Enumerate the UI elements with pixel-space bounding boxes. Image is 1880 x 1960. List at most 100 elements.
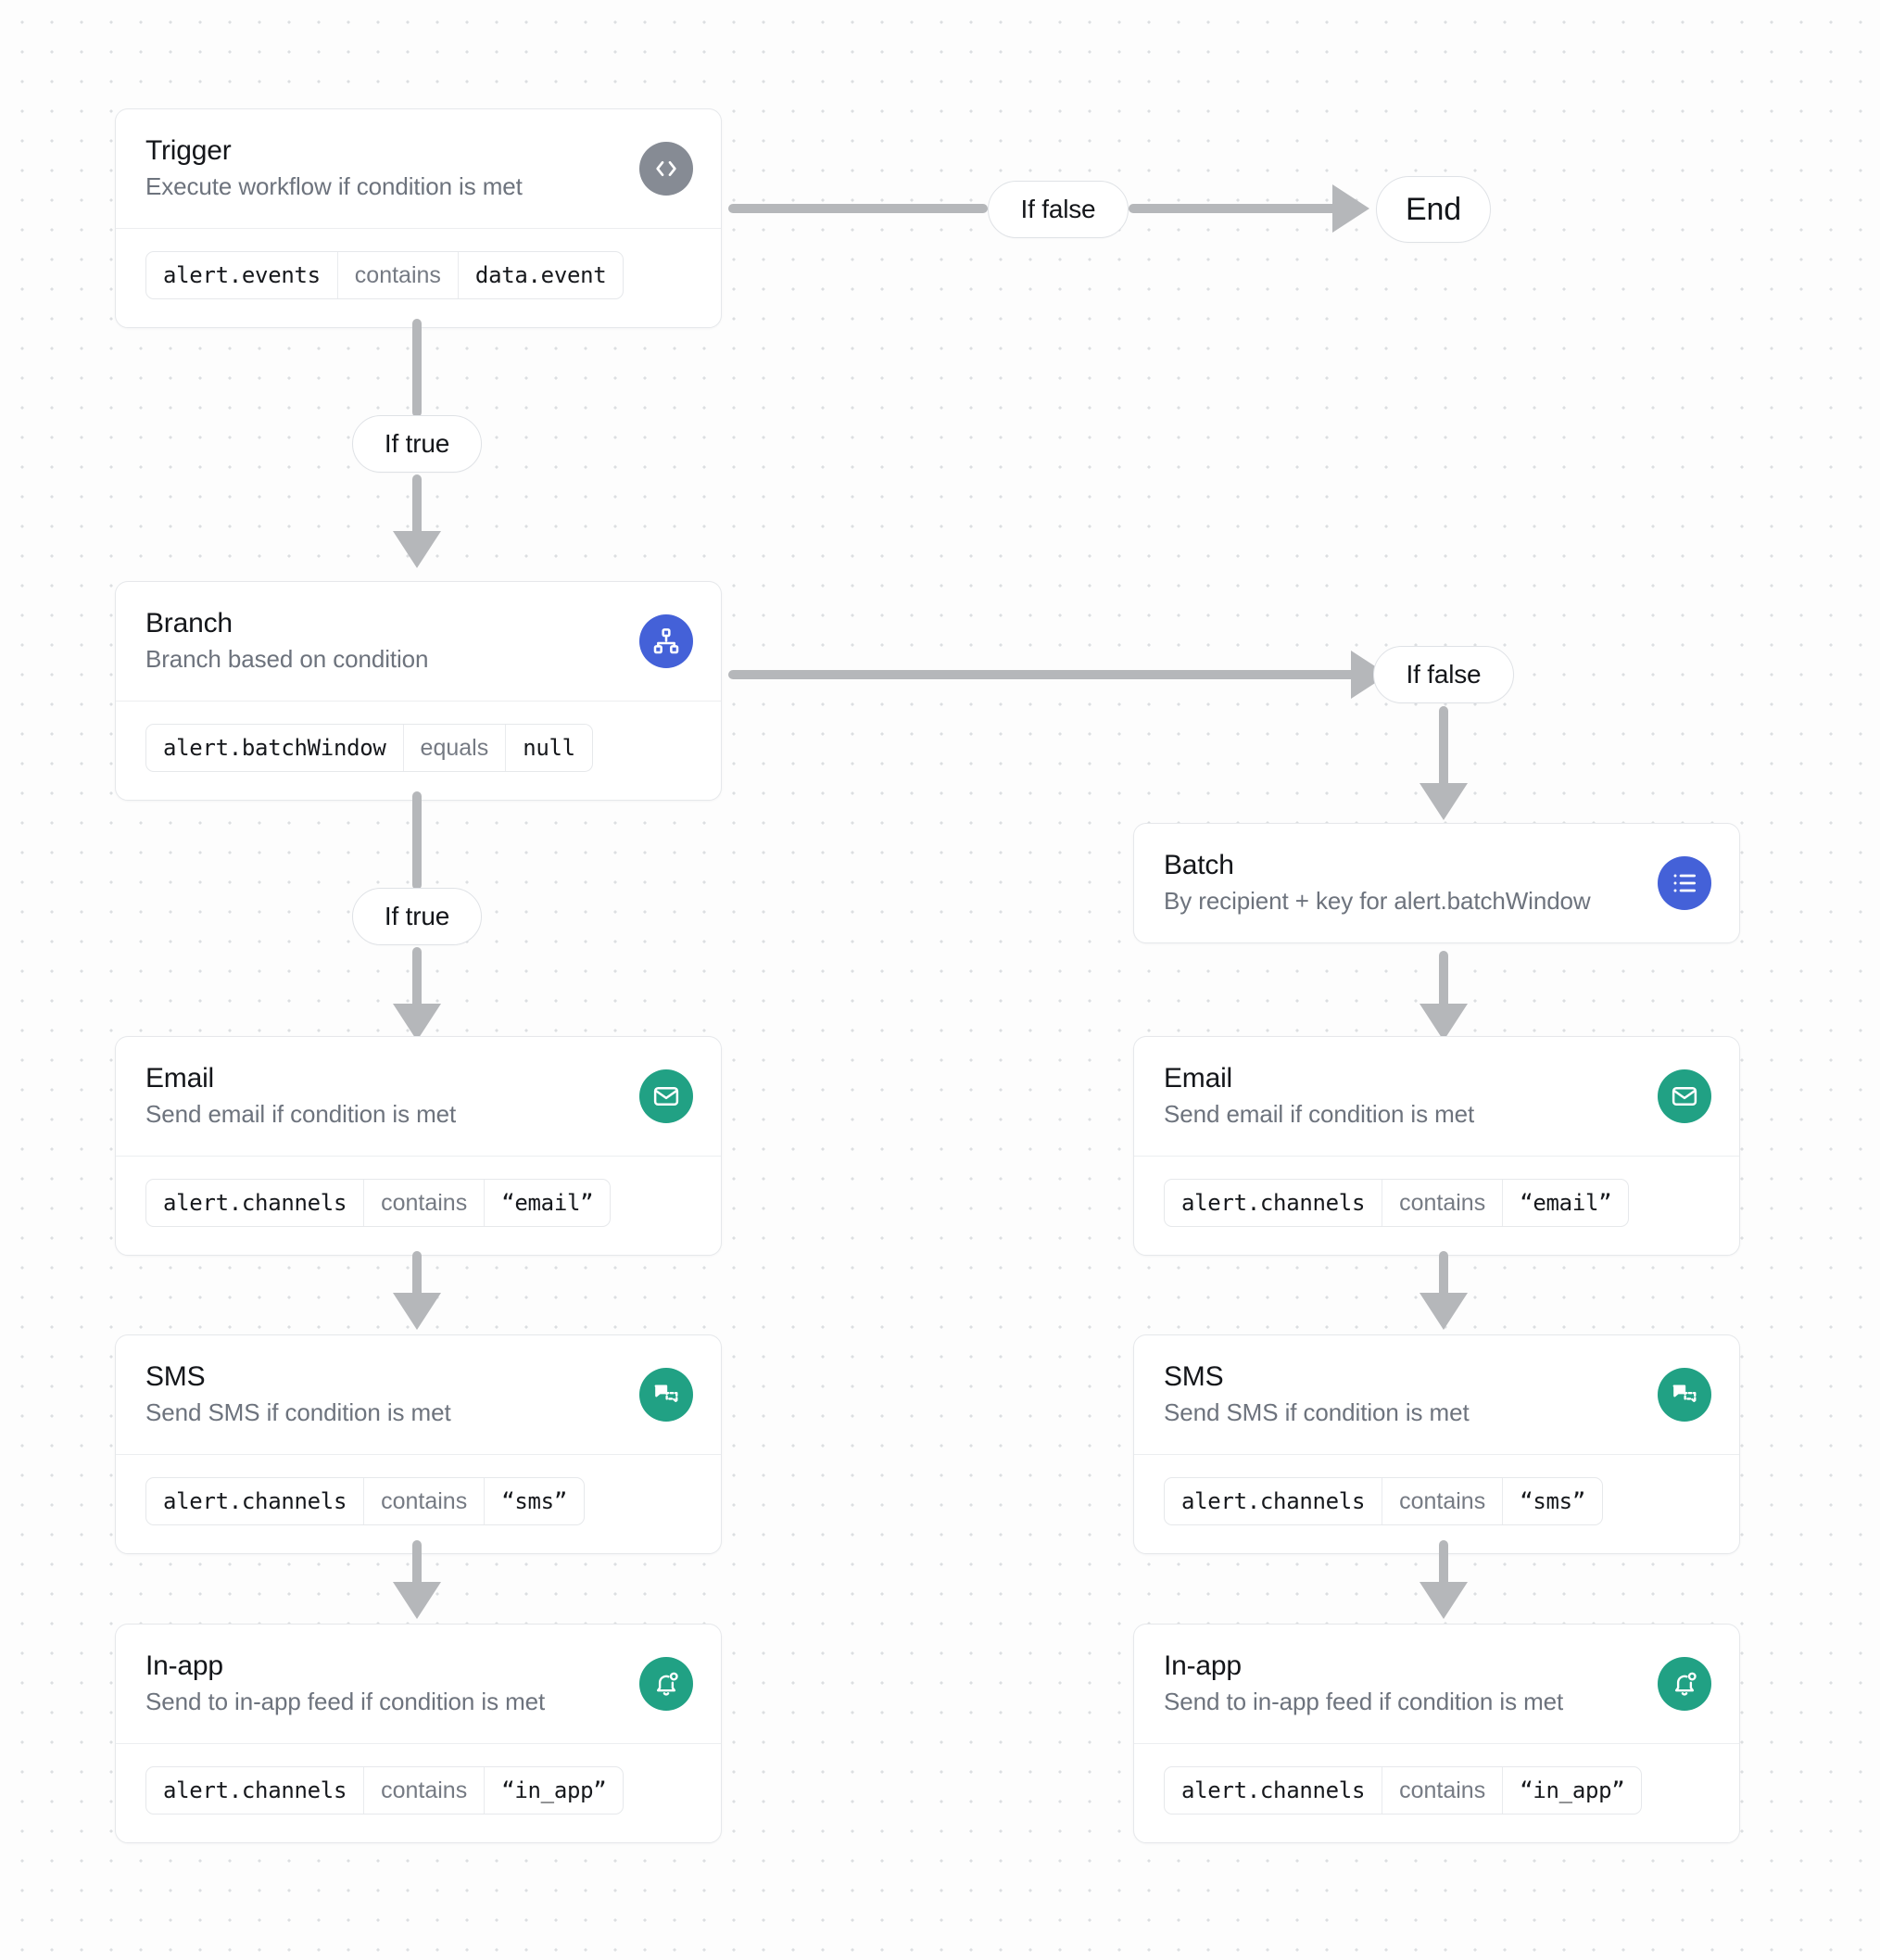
condition-field: alert.channels — [163, 1488, 347, 1514]
condition-value: “sms” — [1520, 1488, 1585, 1514]
list-icon — [1658, 856, 1711, 910]
label-pill-branch-true[interactable]: If true — [352, 888, 482, 945]
arrowhead-to-email-right — [1419, 1004, 1468, 1041]
node-title: Batch — [1164, 849, 1234, 880]
chat-bubbles-icon — [1658, 1368, 1711, 1422]
node-subtitle: Branch based on condition — [145, 645, 429, 674]
card-condition-row: alert.channels contains “in_app” — [1134, 1743, 1739, 1842]
chat-bubbles-icon — [639, 1368, 693, 1422]
condition-operator: contains — [1382, 1478, 1504, 1524]
condition-chip[interactable]: alert.channels contains “in_app” — [1164, 1766, 1643, 1815]
card-header: Email Send email if condition is met — [116, 1037, 721, 1156]
card-condition-row: alert.events contains data.event — [116, 228, 721, 327]
connector-branch-false-to-batch — [1439, 706, 1448, 791]
arrowhead-to-batch — [1419, 783, 1468, 820]
condition-field: alert.batchWindow — [163, 735, 386, 761]
card-condition-row: alert.batchWindow equals null — [116, 701, 721, 800]
arrowhead-to-email-left — [393, 1004, 441, 1041]
node-subtitle: Send email if condition is met — [1164, 1100, 1475, 1129]
node-subtitle: By recipient + key for alert.batchWindow — [1164, 887, 1591, 916]
arrowhead-to-sms-left — [393, 1293, 441, 1330]
condition-chip[interactable]: alert.channels contains “in_app” — [145, 1766, 625, 1815]
condition-field: alert.channels — [1181, 1488, 1366, 1514]
node-title: In-app — [1164, 1650, 1242, 1681]
node-card-inapp-right[interactable]: In-app Send to in-app feed if condition … — [1133, 1624, 1740, 1843]
node-subtitle: Send to in-app feed if condition is met — [1164, 1688, 1564, 1716]
connector-email-to-sms-left — [412, 1251, 422, 1299]
connector-sms-to-inapp-right — [1439, 1540, 1448, 1588]
bell-badge-icon — [1658, 1657, 1711, 1711]
envelope-icon — [639, 1069, 693, 1123]
condition-value: null — [523, 735, 575, 761]
node-card-sms-left[interactable]: SMS Send SMS if condition is met alert.c… — [115, 1334, 722, 1554]
condition-field: alert.channels — [163, 1777, 347, 1803]
label-pill-trigger-true[interactable]: If true — [352, 415, 482, 473]
node-title: Trigger — [145, 134, 232, 166]
condition-chip[interactable]: alert.events contains data.event — [145, 251, 625, 299]
card-header: Trigger Execute workflow if condition is… — [116, 109, 721, 228]
node-card-branch[interactable]: Branch Branch based on condition alert.b… — [115, 581, 722, 801]
node-card-batch[interactable]: Batch By recipient + key for alert.batch… — [1133, 823, 1740, 943]
card-header: Email Send email if condition is met — [1134, 1037, 1739, 1156]
node-subtitle: Execute workflow if condition is met — [145, 172, 523, 201]
node-card-inapp-left[interactable]: In-app Send to in-app feed if condition … — [115, 1624, 722, 1843]
condition-value: data.event — [474, 262, 607, 288]
arrowhead-to-inapp-right — [1419, 1582, 1468, 1619]
label-pill-trigger-false[interactable]: If false — [988, 181, 1129, 238]
card-header: In-app Send to in-app feed if condition … — [116, 1625, 721, 1743]
condition-operator: contains — [363, 1767, 486, 1814]
node-end[interactable]: End — [1376, 176, 1491, 243]
arrowhead-to-sms-right — [1419, 1293, 1468, 1330]
node-card-email-left[interactable]: Email Send email if condition is met ale… — [115, 1036, 722, 1256]
connector-branch-to-if-false — [728, 670, 1358, 679]
arrowhead-to-inapp-left — [393, 1582, 441, 1619]
condition-chip[interactable]: alert.channels contains “sms” — [145, 1477, 585, 1525]
condition-operator: contains — [363, 1180, 486, 1226]
card-header: SMS Send SMS if condition is met — [116, 1335, 721, 1454]
node-card-trigger[interactable]: Trigger Execute workflow if condition is… — [115, 108, 722, 328]
node-title: In-app — [145, 1650, 223, 1681]
node-subtitle: Send SMS if condition is met — [1164, 1398, 1470, 1427]
condition-value: “in_app” — [1520, 1777, 1625, 1803]
node-title: Branch — [145, 607, 233, 639]
connector-if-false-to-end — [1129, 204, 1340, 213]
card-condition-row: alert.channels contains “sms” — [1134, 1454, 1739, 1553]
arrowhead-to-branch — [393, 531, 441, 568]
condition-field: alert.channels — [1181, 1777, 1366, 1803]
condition-value: “in_app” — [501, 1777, 607, 1803]
card-header: Batch By recipient + key for alert.batch… — [1134, 824, 1739, 942]
connector-batch-to-email — [1439, 951, 1448, 1010]
node-title: SMS — [145, 1360, 206, 1392]
connector-branch-true-to-email — [412, 947, 422, 1010]
card-header: Branch Branch based on condition — [116, 582, 721, 701]
condition-operator: contains — [336, 252, 459, 298]
condition-field: alert.channels — [1181, 1190, 1366, 1216]
arrowhead-to-end — [1332, 184, 1369, 233]
connector-trigger-down-stem — [412, 319, 422, 417]
connector-if-true-to-branch — [412, 474, 422, 537]
condition-operator: contains — [363, 1478, 486, 1524]
condition-chip[interactable]: alert.channels contains “email” — [1164, 1179, 1630, 1227]
label-pill-branch-false[interactable]: If false — [1373, 646, 1514, 703]
node-title: Email — [1164, 1062, 1233, 1094]
condition-value: “email” — [1520, 1190, 1612, 1216]
condition-chip[interactable]: alert.batchWindow equals null — [145, 724, 593, 772]
envelope-icon — [1658, 1069, 1711, 1123]
condition-field: alert.channels — [163, 1190, 347, 1216]
node-card-email-right[interactable]: Email Send email if condition is met ale… — [1133, 1036, 1740, 1256]
card-condition-row: alert.channels contains “sms” — [116, 1454, 721, 1553]
condition-field: alert.events — [163, 262, 321, 288]
card-header: SMS Send SMS if condition is met — [1134, 1335, 1739, 1454]
card-condition-row: alert.channels contains “in_app” — [116, 1743, 721, 1842]
node-title: Email — [145, 1062, 215, 1094]
connector-email-to-sms-right — [1439, 1251, 1448, 1299]
condition-operator: contains — [1382, 1180, 1504, 1226]
card-condition-row: alert.channels contains “email” — [116, 1156, 721, 1255]
condition-chip[interactable]: alert.channels contains “sms” — [1164, 1477, 1603, 1525]
node-subtitle: Send SMS if condition is met — [145, 1398, 451, 1427]
condition-chip[interactable]: alert.channels contains “email” — [145, 1179, 612, 1227]
connector-sms-to-inapp-left — [412, 1540, 422, 1588]
code-brackets-icon — [639, 142, 693, 196]
node-card-sms-right[interactable]: SMS Send SMS if condition is met alert.c… — [1133, 1334, 1740, 1554]
